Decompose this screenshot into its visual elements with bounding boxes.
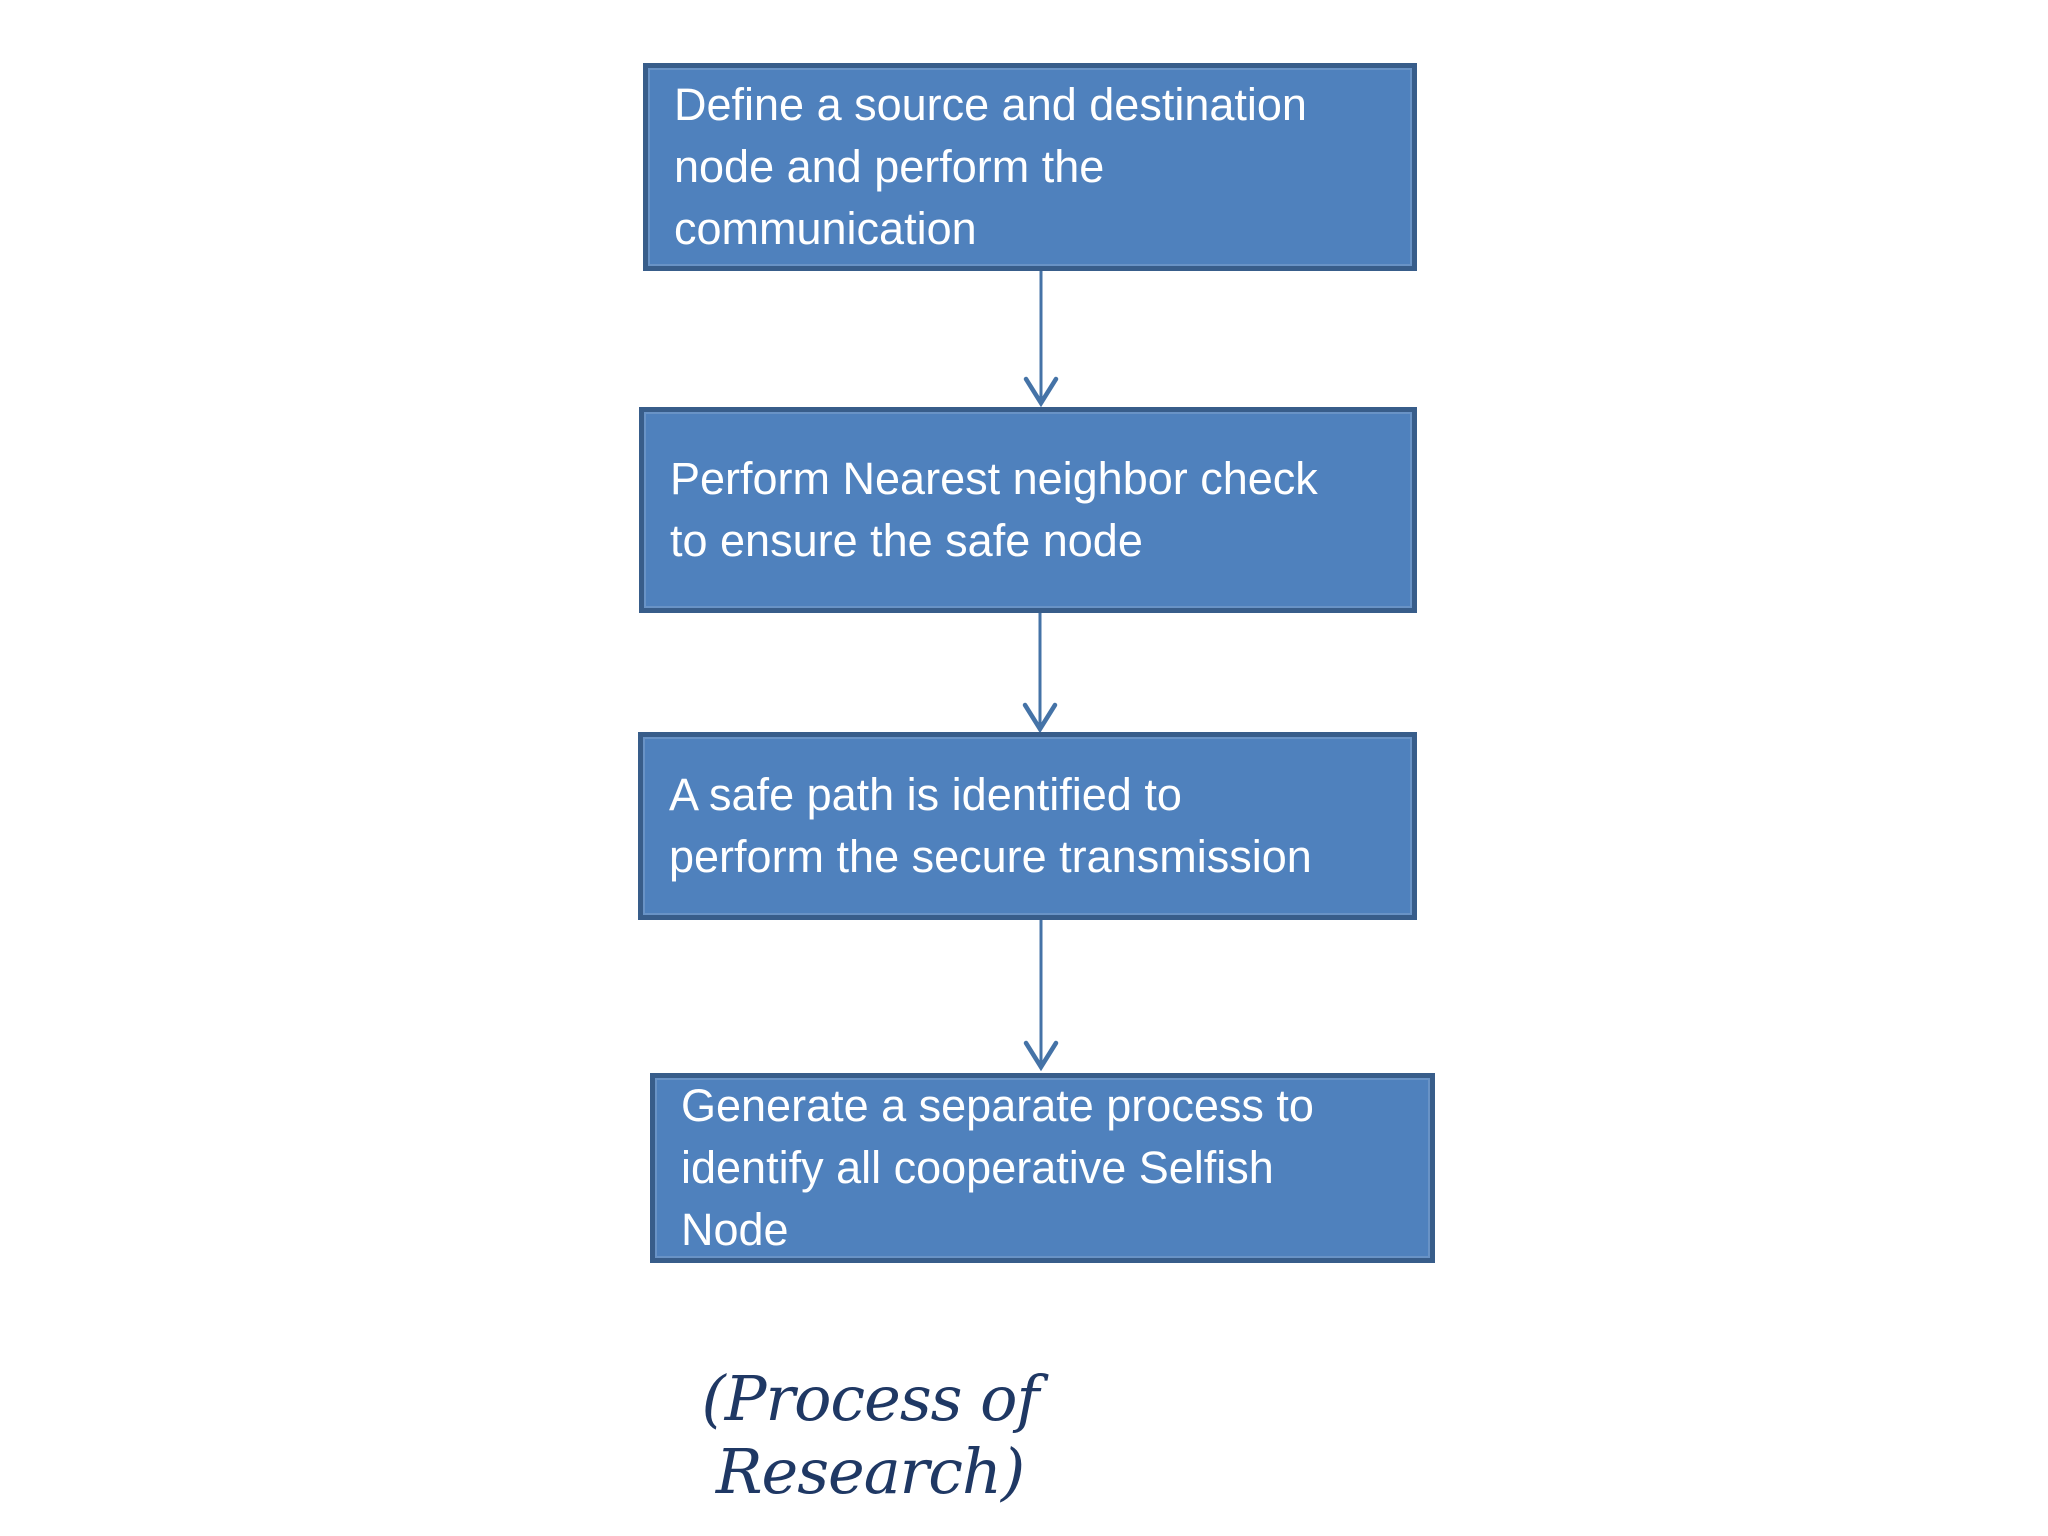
flow-step-3-text: A safe path is identified to perform the… (669, 769, 1312, 882)
arrow-down-icon-2 (1022, 613, 1058, 734)
flow-step-1: Define a source and destination node and… (643, 63, 1417, 271)
arrow-down-icon-3 (1023, 920, 1059, 1072)
flow-step-2: Perform Nearest neighbor check to ensure… (639, 407, 1417, 613)
flow-step-4: Generate a separate process to identify … (650, 1073, 1435, 1263)
flow-step-4-text: Generate a separate process to identify … (681, 1080, 1314, 1255)
flow-step-3: A safe path is identified to perform the… (638, 732, 1417, 920)
diagram-caption: (Process of Research) (701, 1362, 1040, 1508)
flow-step-1-text: Define a source and destination node and… (674, 79, 1307, 254)
arrow-down-icon-1 (1023, 271, 1059, 408)
flow-step-2-text: Perform Nearest neighbor check to ensure… (670, 453, 1318, 566)
